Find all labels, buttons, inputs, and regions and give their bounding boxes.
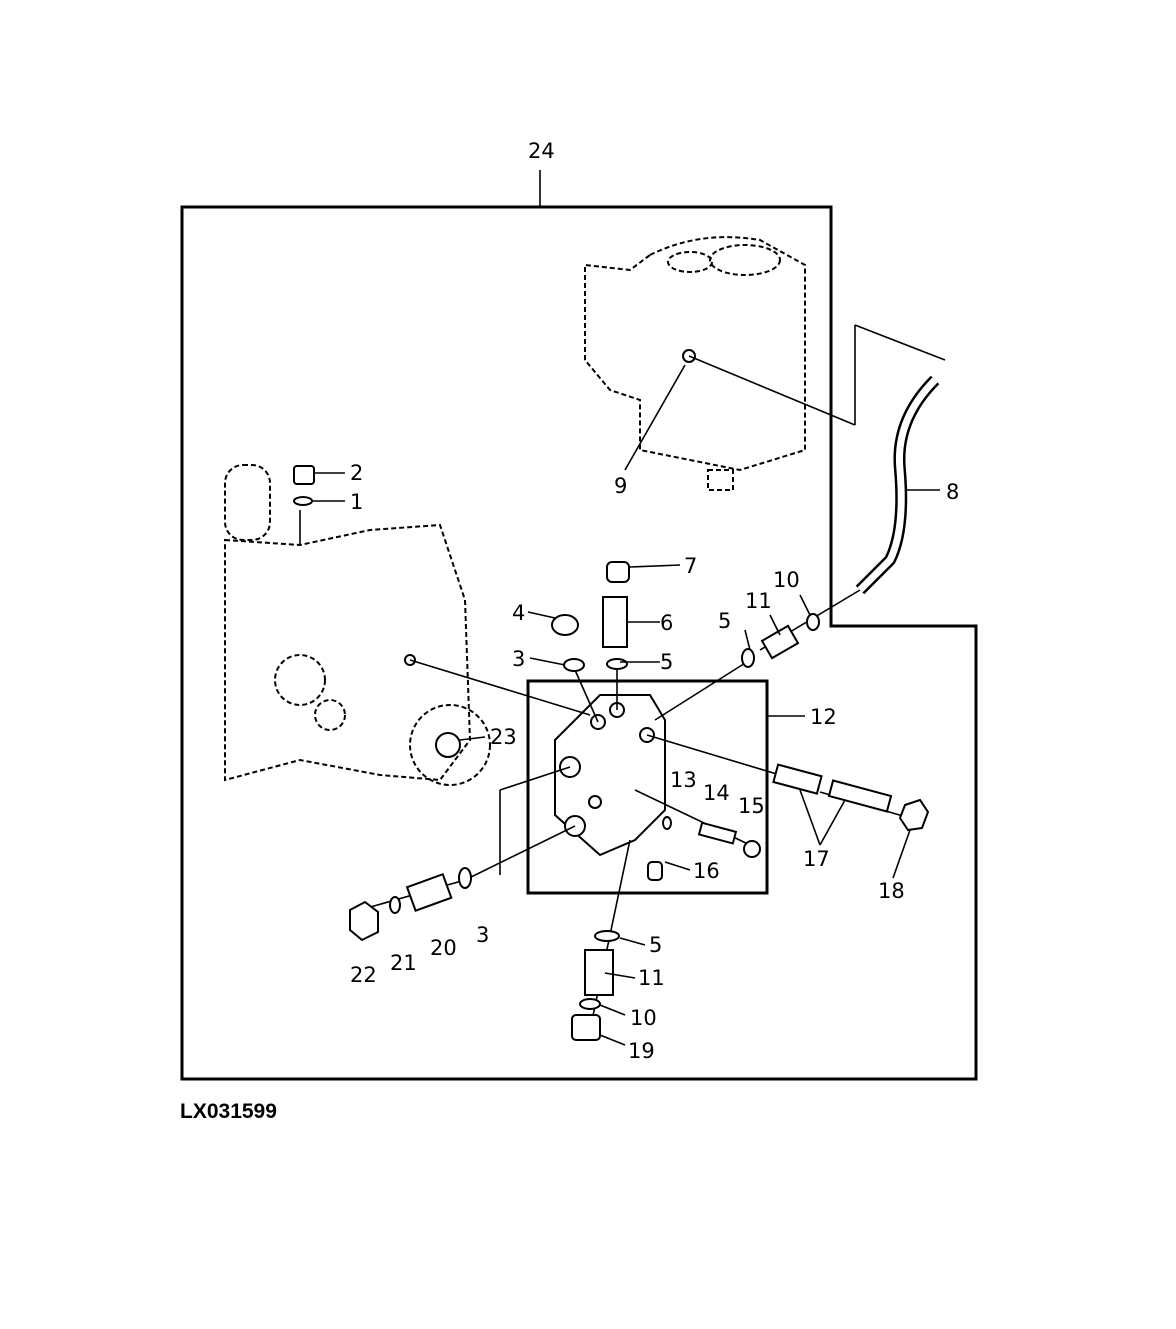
callout-23: 23 — [490, 725, 517, 749]
callout-2: 2 — [350, 461, 363, 485]
fitting-11-lower — [584, 949, 614, 996]
callout-24: 24 — [528, 139, 555, 163]
exploded-lines — [299, 324, 946, 1031]
cap-15 — [743, 840, 761, 858]
callout-5-upper: 5 — [660, 650, 673, 674]
callout-21: 21 — [390, 951, 417, 975]
callout-5-lower: 5 — [649, 933, 662, 957]
plug-16 — [647, 861, 663, 881]
callout-16: 16 — [693, 859, 720, 883]
callout-8: 8 — [946, 480, 959, 504]
callout-5-right: 5 — [718, 609, 731, 633]
figure-id: LX031599 — [180, 1100, 277, 1123]
callout-15: 15 — [738, 794, 765, 818]
callout-17: 17 — [803, 847, 830, 871]
o-ring-3-lower — [458, 867, 472, 889]
hydraulic-pump-outline — [584, 236, 806, 491]
callout-13: 13 — [670, 768, 697, 792]
o-ring-1 — [293, 496, 313, 506]
callout-4: 4 — [512, 601, 525, 625]
callout-22: 22 — [350, 963, 377, 987]
o-ring-5-right — [741, 648, 755, 668]
callout-10-lower: 10 — [630, 1006, 657, 1030]
valve-block-box — [526, 679, 769, 895]
callout-14: 14 — [703, 781, 730, 805]
plug-4 — [551, 614, 579, 636]
o-ring-10-upper — [806, 613, 820, 631]
fitting-11-upper — [760, 624, 800, 660]
callout-leaders — [313, 364, 940, 1046]
callout-9: 9 — [614, 474, 627, 498]
o-ring-13 — [662, 816, 672, 830]
o-ring-5-upper — [606, 658, 628, 670]
callout-11-upper: 11 — [745, 589, 772, 613]
callout-20: 20 — [430, 936, 457, 960]
callout-19: 19 — [628, 1039, 655, 1063]
stud-17a — [772, 763, 823, 795]
callout-3-upper: 3 — [512, 647, 525, 671]
o-ring-3-upper — [563, 658, 585, 672]
callout-7: 7 — [684, 554, 697, 578]
callout-1: 1 — [350, 490, 363, 514]
callout-3-lower: 3 — [476, 923, 489, 947]
callout-18: 18 — [878, 879, 905, 903]
assembly-frame — [180, 205, 978, 1081]
o-ring-10-lower — [579, 998, 601, 1010]
nut-18 — [898, 798, 930, 832]
plug-2 — [293, 465, 315, 485]
nut-19 — [571, 1014, 601, 1041]
stud-17b — [827, 779, 893, 813]
fitting-6 — [602, 596, 628, 648]
callout-6: 6 — [660, 611, 673, 635]
transmission-housing-outline — [224, 464, 491, 786]
valve-14 — [697, 821, 738, 845]
callout-10-upper: 10 — [773, 568, 800, 592]
callout-11-lower: 11 — [638, 966, 665, 990]
washer-21 — [389, 896, 401, 914]
cap-22 — [349, 900, 379, 942]
callout-12: 12 — [810, 705, 837, 729]
fitting-20 — [405, 872, 453, 912]
dust-cap-7 — [606, 561, 630, 583]
o-ring-5-lower — [594, 930, 620, 942]
